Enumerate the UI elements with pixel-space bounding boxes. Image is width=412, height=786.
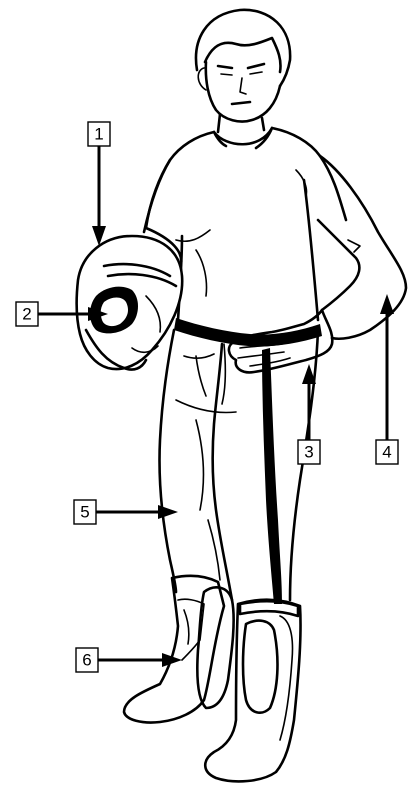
arrow-5-head [158,505,178,519]
face [206,62,280,122]
rider-figure [77,10,406,782]
callout-6: 6 [76,648,98,672]
helmet [77,236,183,370]
trousers-right-leg [290,330,318,600]
mouth [232,102,250,104]
jacket-folds [176,170,307,296]
right-boot-panel [243,621,277,713]
right-arm-inner [318,220,359,310]
left-knee-fold [196,420,220,580]
callout-3-label: 3 [304,443,313,462]
eyes [221,72,262,75]
arrow-4-head [380,294,394,314]
trousers-stripe [262,348,282,604]
trousers-crotch [176,400,236,413]
trousers-inner-left [213,344,232,600]
right-boot-top-band [240,601,298,616]
jacket-right-side [304,180,318,320]
callout-2-label: 2 [22,305,31,324]
nose [240,78,246,94]
eyebrows [218,64,264,68]
callout-1: 1 [88,122,110,146]
right-boot-shin [280,616,293,740]
hair [196,10,290,86]
callout-2: 2 [16,302,38,326]
callout-4-label: 4 [382,443,391,462]
callout-4: 4 [376,440,398,464]
left-boot [124,576,224,723]
callout-3: 3 [298,440,320,464]
callout-5: 5 [74,500,96,524]
trousers-outer-left [159,330,176,592]
callout-5-label: 5 [80,503,89,522]
belt [174,318,322,347]
callout-1-label: 1 [94,125,103,144]
callout-6-label: 6 [82,651,91,670]
